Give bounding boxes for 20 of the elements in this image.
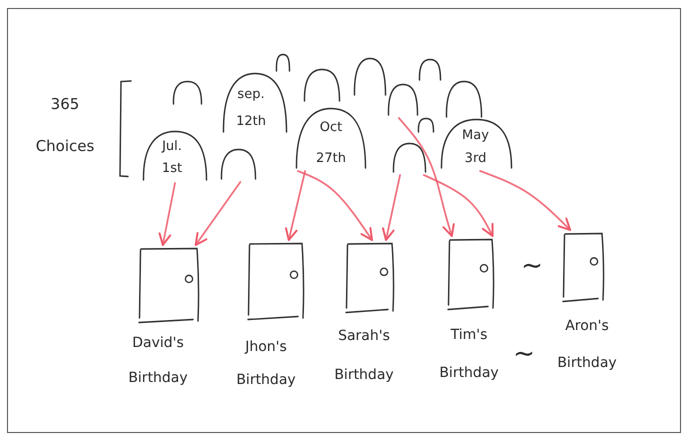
choices-label: 365 Choices [36, 94, 94, 157]
arrow [194, 181, 242, 246]
continuation-tilde: ~ [513, 344, 535, 364]
continuation-tilde: ~ [521, 256, 543, 276]
birthday-label: David's Birthday [128, 334, 188, 388]
date-label: Oct 27th [316, 119, 346, 168]
arrow [158, 182, 176, 246]
birthday-label: Sarah's Birthday [334, 326, 394, 384]
birthday-label: Jhon's Birthday [236, 338, 296, 390]
date-label: Jul. 1st [162, 138, 182, 178]
arrow [479, 170, 572, 231]
arrow [296, 170, 373, 241]
date-label: sep. 12th [236, 86, 266, 131]
birthday-label: Aron's Birthday [557, 316, 617, 372]
arrow [422, 174, 494, 237]
arrow [285, 170, 306, 241]
birthday-label: Tim's Birthday [439, 326, 499, 383]
date-label: May 3rd [462, 127, 489, 168]
arrow [382, 174, 401, 241]
arrow [398, 117, 455, 237]
